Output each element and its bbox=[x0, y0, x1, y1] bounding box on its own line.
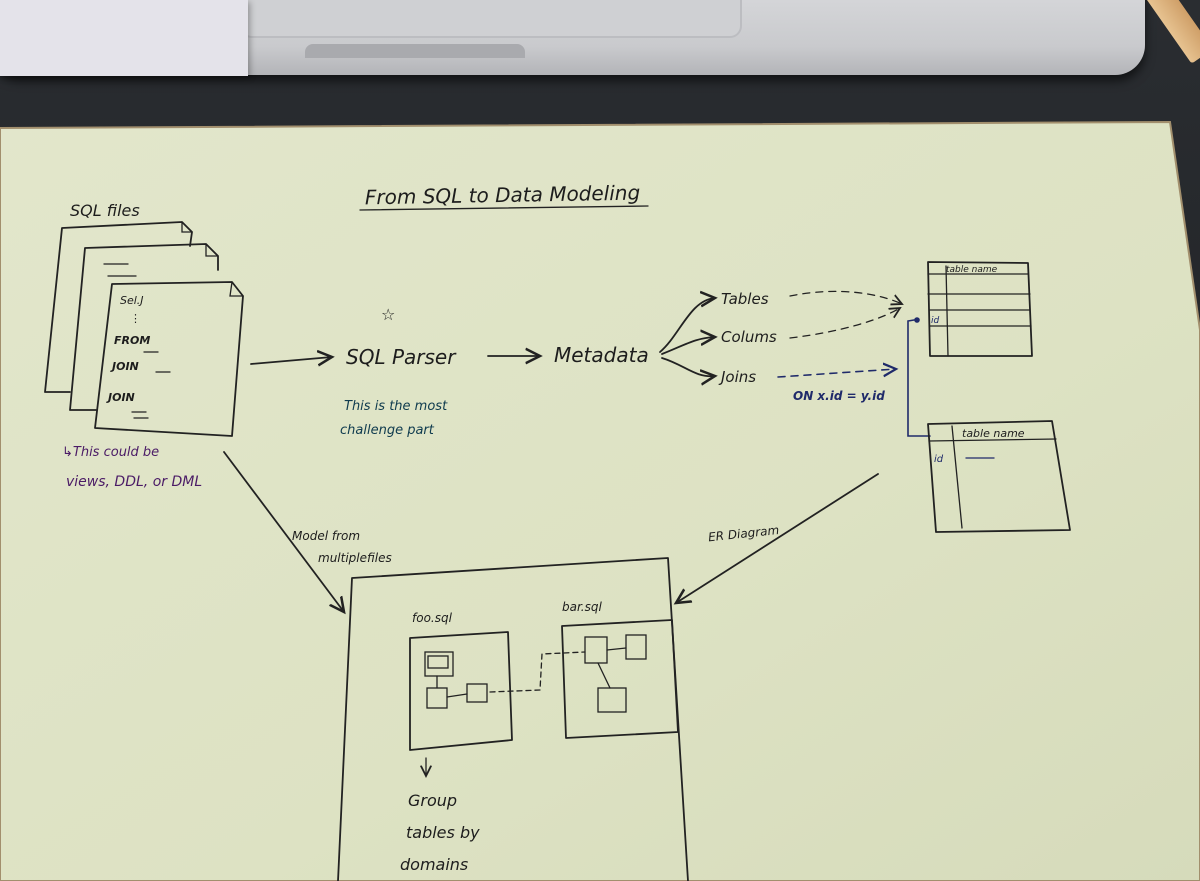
model-from-line1: Model from bbox=[292, 529, 360, 543]
table-join-dot bbox=[914, 317, 920, 323]
group-box-foo bbox=[409, 631, 513, 751]
file-label-foo: foo.sql bbox=[412, 611, 453, 625]
bar-tables bbox=[584, 634, 647, 713]
paper-sheet bbox=[0, 120, 1200, 881]
table-2 bbox=[927, 420, 1071, 533]
arrow-files-to-parser bbox=[250, 357, 332, 364]
dashed-arrow-colums bbox=[789, 308, 900, 339]
table-join-connector bbox=[907, 319, 931, 437]
dashed-arrow-tables bbox=[789, 290, 902, 304]
page-title: From SQL to Data Modeling bbox=[365, 181, 641, 210]
model-from-line2: multiplefiles bbox=[318, 551, 392, 565]
group-note-line2: tables by bbox=[406, 823, 480, 842]
sql-line-join-2: JOIN bbox=[106, 391, 135, 404]
arrow-files-to-model bbox=[223, 451, 344, 612]
sql-line-select: Sel.J bbox=[120, 294, 144, 307]
join-condition-note: ON x.id = y.id bbox=[793, 389, 885, 403]
title-underline bbox=[359, 205, 649, 211]
table-1-key: id bbox=[931, 316, 940, 326]
metadata-label: Metadata bbox=[554, 343, 649, 367]
parser-note-line1: This is the most bbox=[344, 399, 448, 414]
group-note-line1: Group bbox=[408, 791, 457, 810]
arrow-er-to-model bbox=[676, 473, 879, 603]
loose-paper-corner bbox=[0, 0, 248, 76]
foo-tables bbox=[424, 651, 488, 709]
table-2-name: table name bbox=[962, 427, 1025, 440]
model-container bbox=[337, 557, 689, 881]
sql-line-dots: ⋮ bbox=[130, 312, 141, 325]
sql-file-front bbox=[94, 281, 244, 437]
branch-label-colums: Colums bbox=[721, 328, 777, 346]
branch-joins bbox=[661, 357, 715, 376]
parser-note-line2: challenge part bbox=[340, 423, 435, 438]
branch-label-tables: Tables bbox=[721, 290, 769, 308]
sql-file-stack bbox=[44, 221, 244, 437]
sql-line-from: FROM bbox=[114, 334, 150, 347]
sql-files-label: SQL files bbox=[70, 201, 140, 220]
branch-label-joins: Joins bbox=[718, 368, 756, 386]
branch-tables bbox=[659, 298, 715, 353]
dashed-arrow-joins bbox=[777, 369, 896, 378]
note-views-line1: ↳This could be bbox=[62, 445, 159, 460]
group-box-bar bbox=[561, 619, 679, 739]
table-2-key: id bbox=[934, 454, 944, 465]
group-note-line3: domains bbox=[400, 855, 468, 874]
parser-star: ☆ bbox=[381, 305, 395, 324]
table-1 bbox=[927, 261, 1033, 357]
laptop-trackpad bbox=[240, 0, 742, 38]
sql-line-join-1: JOIN bbox=[110, 360, 139, 373]
laptop-notch bbox=[305, 44, 525, 58]
file-label-bar: bar.sql bbox=[562, 600, 602, 614]
table-1-name: table name bbox=[946, 265, 998, 275]
parser-label: SQL Parser bbox=[346, 345, 457, 369]
note-views-line2: views, DDL, or DML bbox=[66, 474, 202, 490]
branch-colums bbox=[661, 337, 715, 355]
